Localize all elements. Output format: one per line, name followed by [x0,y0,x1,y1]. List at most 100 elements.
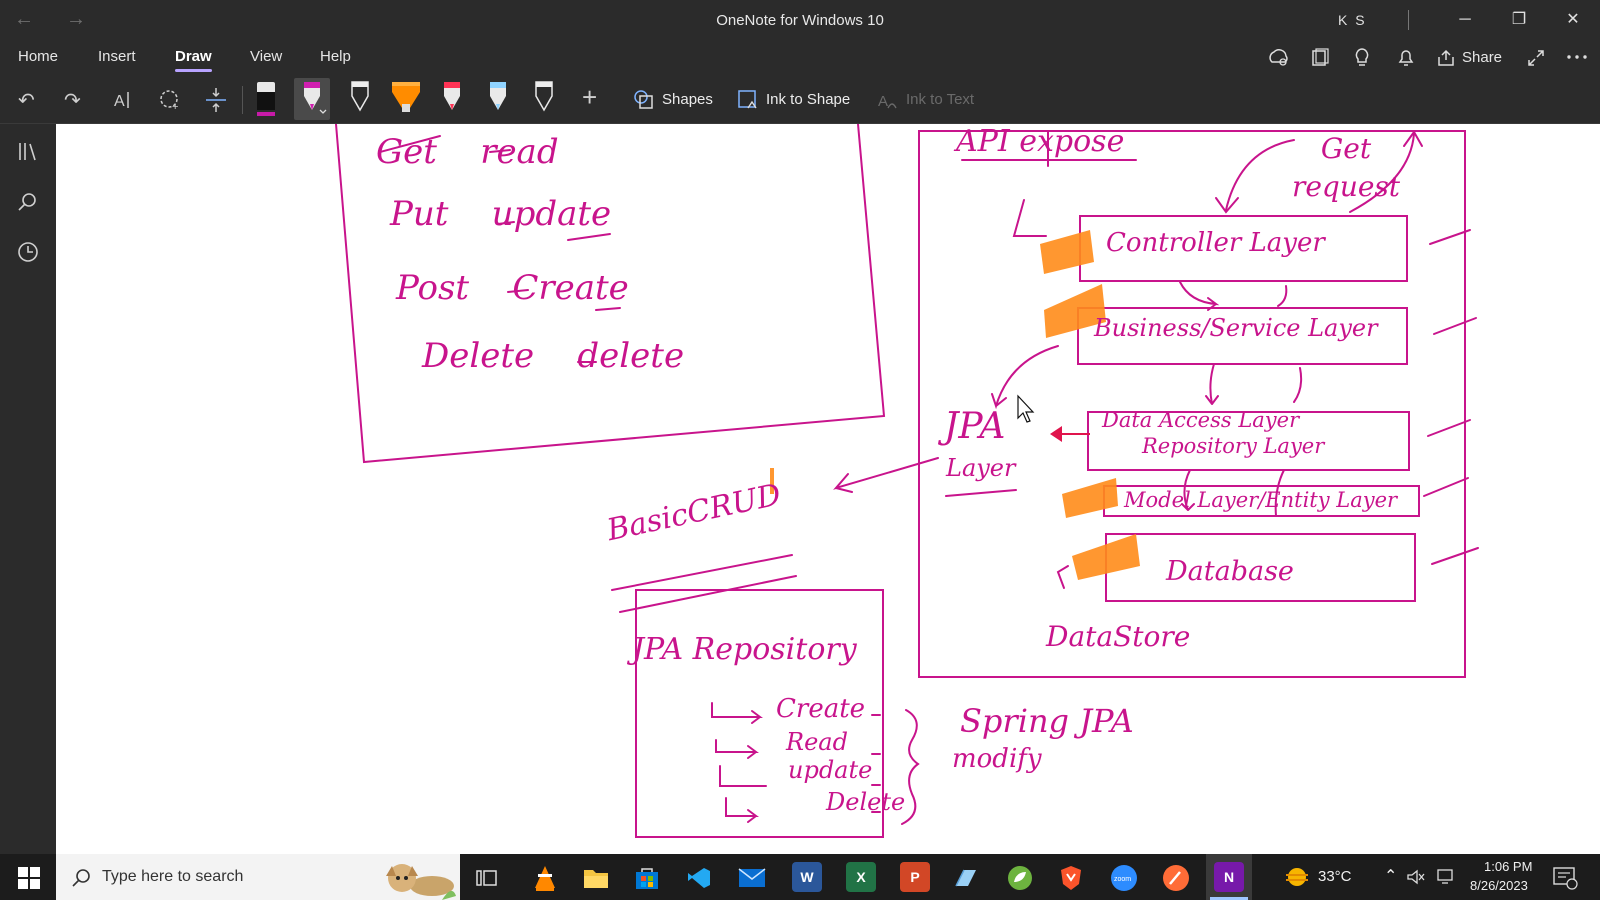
app-sidebar [0,124,56,854]
highlighter-orange[interactable] [388,78,424,120]
ink-service-layer: Business/Service Layer [1094,314,1378,342]
sync-icon[interactable] [1268,48,1290,68]
ink-spring-jpa: Spring JPA [960,702,1134,740]
notifications-icon[interactable] [1552,866,1578,890]
pen-light-blue[interactable] [480,78,516,120]
shapes-button[interactable]: Shapes [662,91,713,108]
tab-insert[interactable]: Insert [98,48,136,65]
ink-get-read: Get read [376,132,559,172]
mouse-cursor-icon [1017,394,1035,423]
taskbar-search[interactable]: Type here to search [56,854,460,900]
ink-jpa-layer: Layer [946,454,1016,482]
excel-icon[interactable]: X [846,862,876,892]
minimize-button[interactable]: ─ [1459,11,1471,28]
ink-put-update: Put update [390,194,612,234]
share-button[interactable]: Share [1462,49,1503,66]
chevron-up-icon[interactable]: ⌃ [1384,868,1398,885]
task-view-icon[interactable] [476,868,498,888]
pen-pink[interactable] [434,78,470,120]
search-icon[interactable] [16,190,40,214]
lightbulb-icon[interactable] [1352,47,1372,69]
vscode-icon[interactable] [686,866,712,890]
forward-icon[interactable]: → [66,8,86,30]
ink-post-create: Post Create [396,268,629,308]
http-methods-box [335,124,886,464]
tab-home[interactable]: Home [18,48,59,65]
title-bar: ← → OneNote for Windows 10 K S ─ ❐ ✕ [0,0,1600,40]
ink-drawing [335,124,1479,838]
close-button[interactable]: ✕ [1566,11,1580,28]
tab-draw[interactable]: Draw [175,48,212,72]
display-icon[interactable] [1436,868,1454,886]
tab-help[interactable]: Help [320,48,351,65]
eraser-tool[interactable] [248,78,284,120]
ink-delete-delete: Delete delete [422,336,685,376]
search-placeholder: Type here to search [102,868,244,885]
clock-date[interactable]: 8/26/2023 [1470,878,1528,893]
fullscreen-icon[interactable] [1526,48,1546,68]
pen-white-2[interactable] [526,78,562,120]
add-space-icon[interactable] [204,86,228,114]
ink-op-update: update [788,756,873,784]
back-icon[interactable]: ← [14,8,34,30]
note-canvas[interactable]: Get read Put update Post Create Delete d… [56,124,1600,854]
ink-database: Database [1166,556,1294,587]
screen-snip-icon[interactable] [952,866,978,890]
restore-button[interactable]: ❐ [1511,11,1527,28]
mail-icon[interactable] [738,867,766,889]
svg-text:+: + [172,101,178,112]
lasso-select-icon[interactable]: + [158,88,182,112]
clock-time[interactable]: 1:06 PM [1484,859,1533,874]
weather-sun-icon[interactable] [1284,866,1310,888]
pen-magenta-selected[interactable] [294,78,330,120]
onenote-icon: N [1214,862,1244,892]
shapes-icon[interactable] [632,88,656,112]
search-highlight-dog-icon [386,864,456,900]
microsoft-store-icon[interactable] [634,866,660,890]
ink-to-shape-button[interactable]: Ink to Shape [766,91,851,108]
ink-op-read: Read [786,728,848,756]
ink-to-text-button: Ink to Text [906,91,975,108]
ink-jpa: JPA [944,406,1006,447]
title-separator [1408,10,1409,30]
lasso-type-select-icon[interactable]: A [112,88,136,112]
svg-text:A: A [114,93,125,110]
ink-op-create: Create [776,694,866,724]
ink-to-shape-icon[interactable] [736,88,760,112]
add-pen-icon[interactable]: + [582,82,598,112]
vlc-icon[interactable] [532,864,558,892]
postman-icon[interactable] [1162,864,1190,892]
ink-controller-layer: Controller Layer [1106,228,1325,258]
notebooks-icon[interactable] [16,140,40,164]
share-icon[interactable] [1436,48,1456,68]
user-initials[interactable]: K S [1338,12,1367,28]
word-icon[interactable]: W [792,862,822,892]
ink-op-delete: Delete [826,788,906,816]
service-layer-box [1077,307,1408,365]
bell-icon[interactable] [1396,47,1416,69]
redo-icon[interactable]: ↷ [64,90,81,112]
onenote-taskbar-active[interactable]: N [1206,854,1252,900]
ink-datastore: DataStore [1046,620,1191,653]
tab-view[interactable]: View [250,48,283,65]
pen-white[interactable] [342,78,378,120]
ink-modify: modify [952,744,1042,774]
api-expose-box [918,130,1466,678]
recent-icon[interactable] [16,240,40,264]
temperature[interactable]: 33°C [1318,868,1352,885]
zoom-icon[interactable]: zoom [1110,864,1138,892]
more-options-icon[interactable] [1566,52,1588,62]
powerpoint-icon[interactable]: P [900,862,930,892]
ribbon-tabs: Home Insert Draw View Help [0,40,1600,76]
undo-icon[interactable]: ↶ [18,90,35,112]
page-view-icon[interactable] [1310,48,1330,68]
windows-start-icon[interactable] [18,867,40,889]
brave-icon[interactable] [1058,864,1084,892]
svg-text:zoom: zoom [1114,876,1131,883]
spring-tool-icon[interactable] [1006,864,1034,892]
jpa-repository-box [635,589,884,838]
file-explorer-icon[interactable] [582,866,610,890]
svg-text:A: A [878,93,888,110]
ink-to-text-icon: A [878,93,897,110]
speaker-muted-icon[interactable] [1406,869,1426,885]
